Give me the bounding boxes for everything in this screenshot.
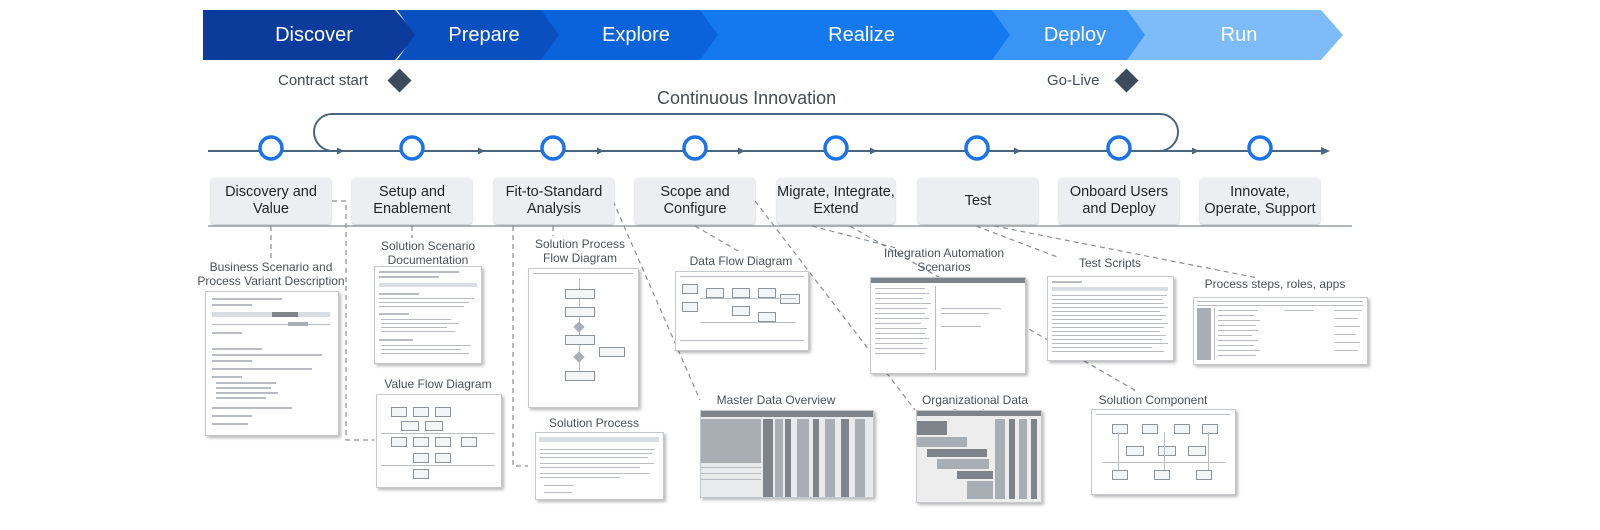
- label-solution-process-flow: Solution Process Flow Diagram: [534, 237, 626, 265]
- activity-onboard-users: Onboard Users and Deploy: [1059, 178, 1179, 224]
- timeline-node-1: [258, 135, 284, 161]
- activity-label: Onboard Users and Deploy: [1069, 184, 1169, 217]
- milestone-contract-start-label: Contract start: [278, 72, 369, 89]
- activity-setup-and-enablement: Setup and Enablement: [352, 178, 472, 224]
- timeline-node-2: [399, 135, 425, 161]
- timeline-arrowhead: [1321, 147, 1330, 155]
- thumb-master-data: [700, 410, 874, 498]
- activity-label: Scope and Configure: [660, 184, 730, 217]
- label-data-flow: Data Flow Diagram: [689, 254, 793, 268]
- milestone-go-live-label: Go-Live: [1047, 72, 1100, 89]
- phase-explore: Explore: [541, 10, 723, 60]
- timeline-node-3: [540, 135, 566, 161]
- label-integration-automation: Integration Automation Scenarios: [883, 246, 1005, 274]
- phase-realize: Realize: [700, 10, 1015, 60]
- innovation-loop: [312, 113, 1180, 152]
- activity-innovate-operate-support: Innovate, Operate, Support: [1200, 178, 1320, 224]
- thumb-integration-automation: [870, 277, 1026, 374]
- continuous-innovation-label: Continuous Innovation: [657, 88, 837, 108]
- label-value-flow: Value Flow Diagram: [384, 377, 492, 391]
- phase-deploy: Deploy: [992, 10, 1150, 60]
- activity-test: Test: [918, 178, 1038, 224]
- label-solution-scenario: Solution Scenario Documentation: [380, 239, 476, 267]
- thumb-process-steps: [1193, 297, 1368, 365]
- activity-label: Test: [964, 192, 992, 209]
- thumb-solution-component: [1091, 409, 1236, 495]
- label-process-steps: Process steps, roles, apps: [1204, 277, 1346, 291]
- phase-label: Explore: [602, 23, 670, 46]
- thumb-org-data: [916, 410, 1042, 503]
- timeline-node-8: [1247, 135, 1273, 161]
- thumb-solution-scenario: [374, 266, 482, 364]
- phase-label: Realize: [828, 23, 895, 46]
- thumb-business-scenario: [205, 291, 339, 436]
- label-business-scenario: Business Scenario and Process Variant De…: [197, 260, 345, 288]
- phase-run: Run: [1127, 10, 1343, 60]
- activity-label: Discovery and Value: [225, 184, 317, 217]
- label-master-data: Master Data Overview: [716, 393, 836, 407]
- thumb-value-flow: [376, 394, 502, 488]
- label-test-scripts: Test Scripts: [1078, 256, 1141, 270]
- activity-scope-and-configure: Scope and Configure: [635, 178, 755, 224]
- activity-migrate-integrate-extend: Migrate, Integrate, Extend: [777, 178, 895, 224]
- phase-label: Run: [1220, 23, 1258, 46]
- activity-label: Setup and Enablement: [373, 184, 451, 217]
- phase-label: Prepare: [448, 23, 520, 46]
- phase-prepare: Prepare: [397, 10, 563, 60]
- thumb-solution-process-description: [535, 432, 664, 500]
- phase-discover: Discover: [203, 10, 417, 60]
- timeline-node-5: [823, 135, 849, 161]
- timeline-arrows: [337, 147, 1199, 155]
- activity-discovery-and-value: Discovery and Value: [211, 178, 331, 224]
- timeline-node-7: [1106, 135, 1132, 161]
- timeline-node-6: [964, 135, 990, 161]
- thumb-test-scripts: [1047, 276, 1174, 361]
- activity-label: Migrate, Integrate, Extend: [777, 184, 895, 217]
- activity-label: Fit-to-Standard Analysis: [505, 184, 603, 217]
- activity-fit-to-standard: Fit-to-Standard Analysis: [494, 178, 614, 224]
- thumb-solution-process-flow: [528, 268, 639, 408]
- activity-label: Innovate, Operate, Support: [1204, 184, 1316, 217]
- phase-label: Deploy: [1043, 23, 1107, 46]
- timeline-node-4: [682, 135, 708, 161]
- phase-label: Discover: [275, 23, 353, 46]
- thumb-data-flow: [675, 271, 809, 351]
